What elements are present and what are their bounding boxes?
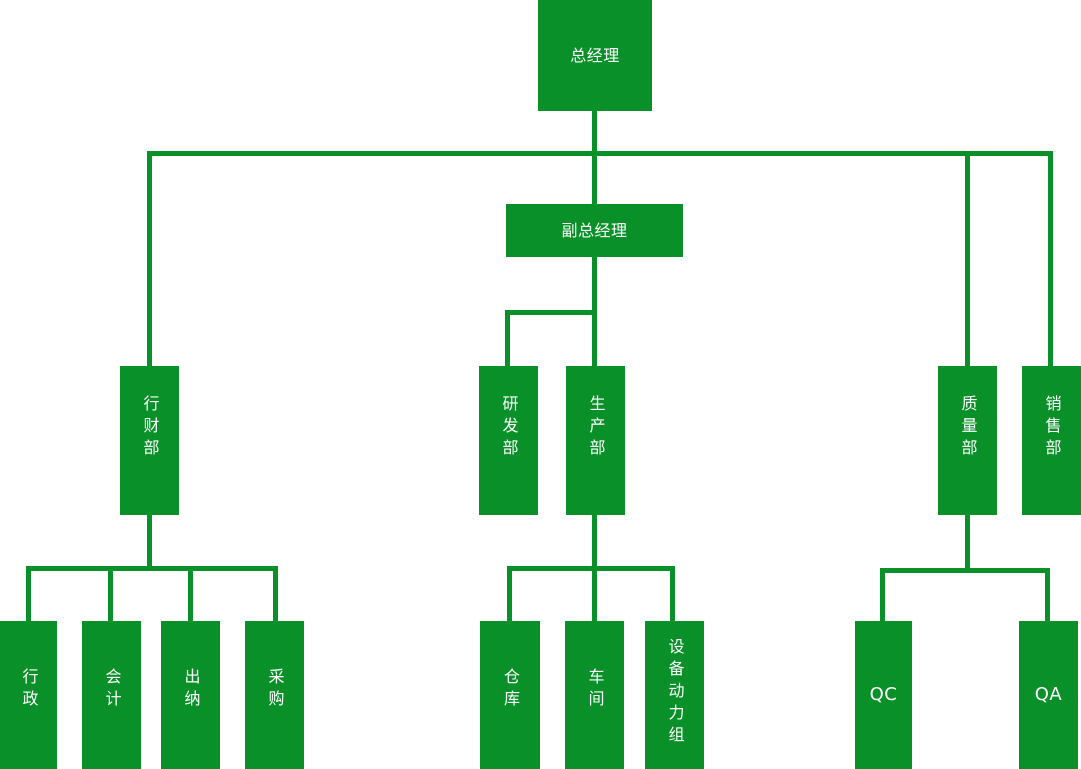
connector-drop-deputy (592, 151, 597, 205)
connector-admin-finance-down (147, 514, 152, 569)
node-label-accounting: 会计 (102, 668, 122, 712)
connector-drop-admin-finance (147, 151, 152, 367)
node-accounting[interactable]: 会计 (82, 621, 141, 769)
node-label-quality-dept: 质量部 (958, 395, 978, 461)
node-general-manager[interactable]: 总经理 (538, 0, 652, 111)
node-equipment-power-group[interactable]: 设备动力组 (645, 621, 704, 769)
node-label-production-dept: 生产部 (586, 395, 606, 461)
node-administration[interactable]: 行政 (0, 621, 57, 769)
node-label-qa: QA (1034, 684, 1063, 706)
connector-admin-finance-subbus (27, 566, 278, 571)
connector-quality-subbus (880, 568, 1050, 573)
connector-drop-quality (965, 151, 970, 367)
connector-drop-sales (1048, 151, 1053, 367)
connector-drop-warehouse (507, 566, 512, 622)
node-label-workshop: 车间 (585, 668, 605, 712)
connector-drop-qa (1045, 568, 1050, 622)
node-workshop[interactable]: 车间 (565, 621, 624, 769)
node-label-purchasing: 采购 (265, 668, 285, 712)
node-cashier[interactable]: 出纳 (161, 621, 220, 769)
connector-quality-down (965, 514, 970, 572)
node-label-general-manager: 总经理 (570, 45, 620, 65)
node-sales-dept[interactable]: 销售部 (1022, 366, 1081, 515)
connector-drop-cashier (188, 566, 193, 622)
node-label-warehouse: 仓库 (501, 668, 520, 712)
node-label-qc: QC (869, 684, 898, 706)
connector-production-subbus (507, 566, 675, 571)
connector-drop-rd (505, 310, 510, 368)
connector-drop-qc (880, 568, 885, 622)
node-qc[interactable]: QC (855, 621, 912, 769)
node-admin-finance-dept[interactable]: 行财部 (120, 366, 179, 515)
node-label-administration: 行政 (19, 668, 39, 712)
connector-drop-workshop (592, 566, 597, 622)
node-rd-dept[interactable]: 研发部 (479, 366, 538, 515)
node-qa[interactable]: QA (1019, 621, 1078, 769)
node-warehouse[interactable]: 仓库 (480, 621, 540, 769)
node-label-cashier: 出纳 (181, 668, 201, 712)
node-label-sales-dept: 销售部 (1042, 395, 1062, 461)
connector-level1-bus (149, 151, 1053, 156)
connector-drop-accounting (108, 566, 113, 622)
node-quality-dept[interactable]: 质量部 (938, 366, 997, 515)
node-label-admin-finance-dept: 行财部 (140, 395, 160, 461)
connector-deputy-subbus (505, 310, 597, 315)
node-purchasing[interactable]: 采购 (245, 621, 304, 769)
connector-gm-down (592, 110, 597, 156)
connector-drop-administration (26, 566, 31, 622)
node-label-rd-dept: 研发部 (499, 395, 519, 461)
connector-drop-purchasing (273, 566, 278, 622)
node-deputy-general-manager[interactable]: 副总经理 (506, 204, 683, 257)
node-production-dept[interactable]: 生产部 (566, 366, 625, 515)
node-label-deputy-general-manager: 副总经理 (561, 220, 628, 240)
node-label-equipment-power-group: 设备动力组 (665, 638, 685, 748)
connector-drop-equipment (670, 566, 675, 622)
